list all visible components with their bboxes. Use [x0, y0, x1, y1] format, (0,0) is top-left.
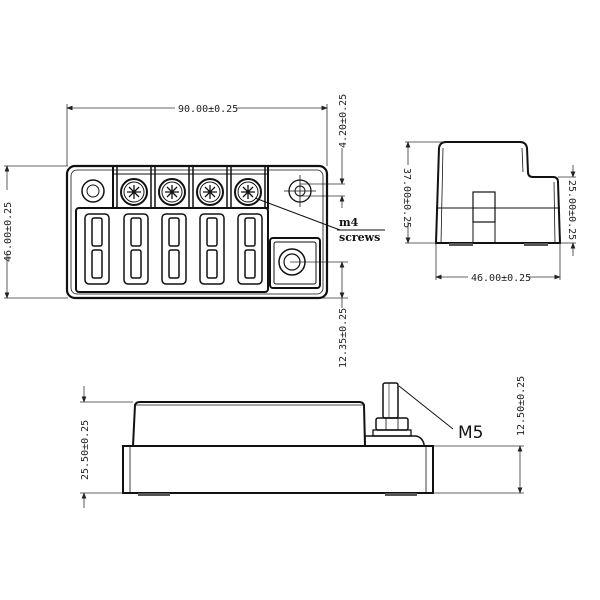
m5-callout-label: M5 [458, 423, 483, 443]
top-view [4, 104, 385, 308]
terminal-offset-dim: 4.20±0.25 [338, 94, 349, 148]
side-height-dim: 25.50±0.25 [80, 420, 91, 480]
screw-terminals [112, 165, 269, 209]
end-width-dim: 46.00±0.25 [471, 273, 531, 284]
side-view [80, 382, 524, 508]
end-height-dim: 37.00±0.25 [401, 168, 412, 228]
stud-offset-dim: 12.35±0.25 [338, 308, 349, 368]
side-base-height-dim: 12.50±0.25 [516, 376, 527, 436]
screws-callout-label: screws [339, 231, 380, 244]
end-step-height-dim: 25.00±0.25 [566, 180, 577, 240]
top-height-dim: 46.00±0.25 [3, 202, 14, 262]
m4-callout-label: m4 [339, 216, 359, 229]
top-width-dim: 90.00±0.25 [178, 104, 238, 115]
end-view [405, 141, 576, 280]
fuse-slots [84, 213, 263, 285]
